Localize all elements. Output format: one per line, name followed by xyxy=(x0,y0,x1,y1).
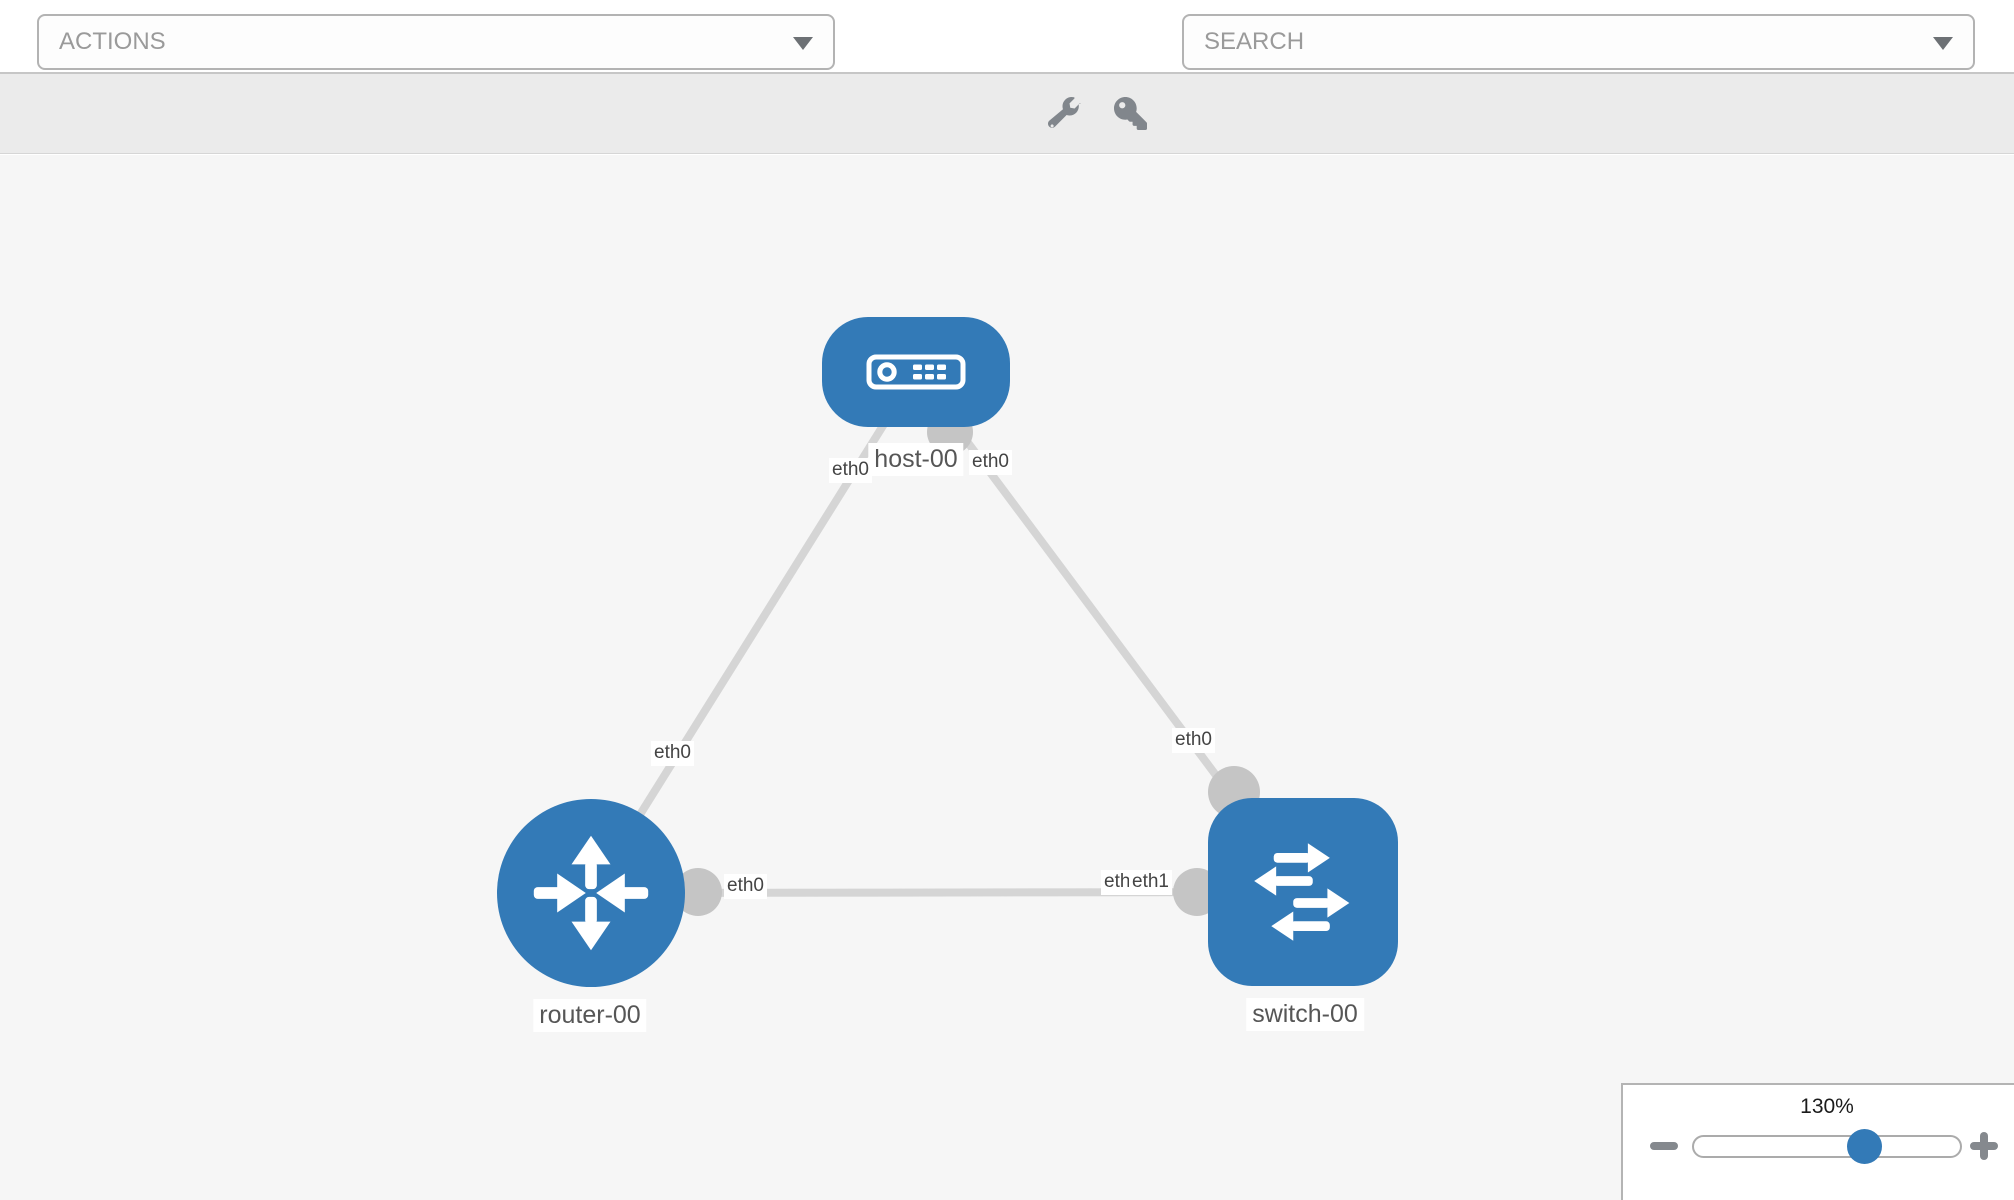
node-host-00[interactable] xyxy=(822,317,1010,427)
search-input[interactable] xyxy=(1184,28,1973,56)
interface-dot-router xyxy=(674,868,722,916)
key-button[interactable] xyxy=(1108,90,1152,136)
interface-label: eth0 xyxy=(651,741,694,766)
interface-label: eth0 xyxy=(1172,728,1215,753)
chevron-down-icon xyxy=(1933,37,1953,50)
plus-icon xyxy=(1980,1132,1988,1160)
topology-links-layer xyxy=(587,370,1307,916)
switch-icon xyxy=(1254,843,1350,941)
zoom-out-button[interactable] xyxy=(1650,1142,1678,1150)
actions-dropdown[interactable]: ACTIONS xyxy=(37,14,835,70)
toolbar xyxy=(0,72,2014,154)
zoom-slider-handle[interactable] xyxy=(1847,1129,1882,1164)
node-label-router: router-00 xyxy=(533,999,647,1032)
key-icon xyxy=(1113,96,1147,130)
node-switch-00[interactable] xyxy=(1208,798,1398,986)
zoom-control-panel: 130% xyxy=(1621,1083,2014,1200)
actions-dropdown-label: ACTIONS xyxy=(59,28,166,55)
zoom-in-button[interactable] xyxy=(1970,1132,1998,1160)
search-dropdown[interactable] xyxy=(1182,14,1975,70)
host-icon xyxy=(866,354,966,390)
wrench-icon xyxy=(1047,96,1081,128)
interface-label: eth0 xyxy=(724,874,767,899)
zoom-slider-track[interactable] xyxy=(1692,1135,1962,1158)
interface-label: eth1 xyxy=(1129,870,1172,895)
interface-label: eth0 xyxy=(969,450,1012,475)
chevron-down-icon xyxy=(793,37,813,50)
zoom-level-value: 130% xyxy=(1800,1095,1854,1118)
interface-label: eth0 xyxy=(829,458,872,483)
node-router-00[interactable] xyxy=(497,799,685,987)
node-label-switch: switch-00 xyxy=(1246,998,1364,1031)
router-icon xyxy=(533,835,649,951)
topology-canvas[interactable]: host-00 router-00 switch-00 eth0 eth0 et… xyxy=(0,155,2014,1200)
node-label-host: host-00 xyxy=(868,443,964,476)
tools-button[interactable] xyxy=(1042,90,1086,136)
